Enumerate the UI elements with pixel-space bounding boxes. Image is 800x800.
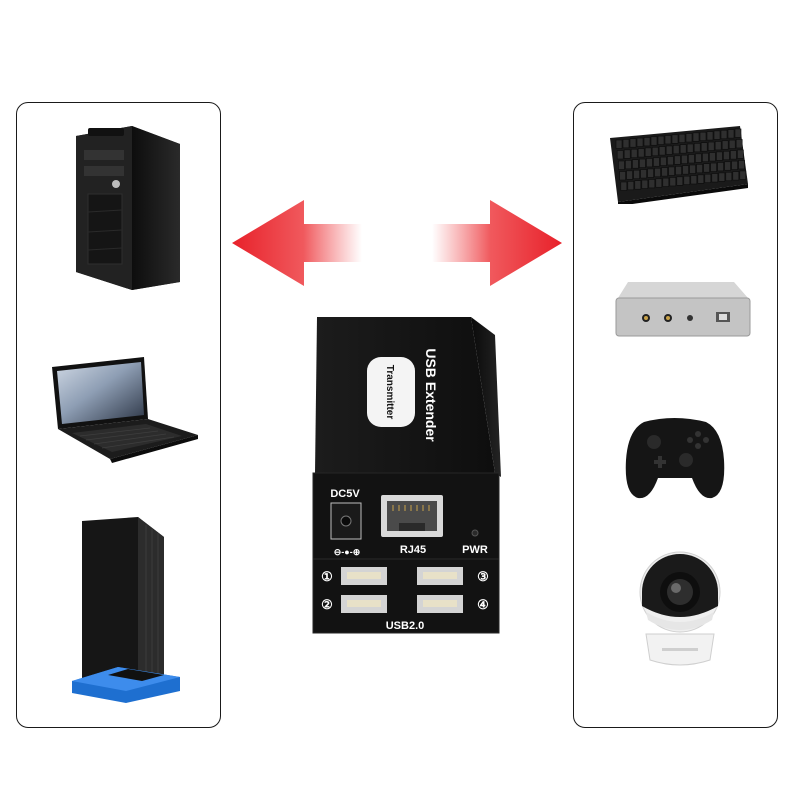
usb-port-2[interactable] xyxy=(341,595,387,613)
power-led xyxy=(471,529,479,537)
polarity-symbol: ⊖-●-⊕ xyxy=(334,547,361,557)
usb-port-1[interactable] xyxy=(341,567,387,585)
port-number-2: ② xyxy=(321,597,333,612)
right-arrow-icon xyxy=(432,200,562,286)
port-number-1: ① xyxy=(321,569,333,584)
usb-extender-transmitter: Transmitter USB Extender DC5V ⊖-●-⊕ RJ45… xyxy=(312,317,501,634)
rj45-label: RJ45 xyxy=(400,544,426,556)
unit-type-label: Transmitter xyxy=(384,365,395,420)
desktop-tower-icon xyxy=(76,126,180,290)
usb-port-4[interactable] xyxy=(417,595,463,613)
usb-version-label: USB2.0 xyxy=(386,620,425,632)
dc-power-jack[interactable] xyxy=(330,502,362,540)
usb-port-3[interactable] xyxy=(417,567,463,585)
port-number-4: ④ xyxy=(477,597,489,612)
game-controller-icon xyxy=(625,418,725,499)
keyboard-icon xyxy=(610,126,748,204)
power-input-label: DC5V xyxy=(330,488,360,500)
product-name-label: USB Extender xyxy=(423,348,439,442)
laptop-icon xyxy=(52,357,198,463)
power-led-label: PWR xyxy=(462,544,488,556)
left-arrow-icon xyxy=(232,200,362,286)
port-number-3: ③ xyxy=(477,569,489,584)
game-console-icon xyxy=(72,517,180,703)
audio-interface-icon xyxy=(615,282,751,337)
security-camera-icon xyxy=(639,551,721,666)
